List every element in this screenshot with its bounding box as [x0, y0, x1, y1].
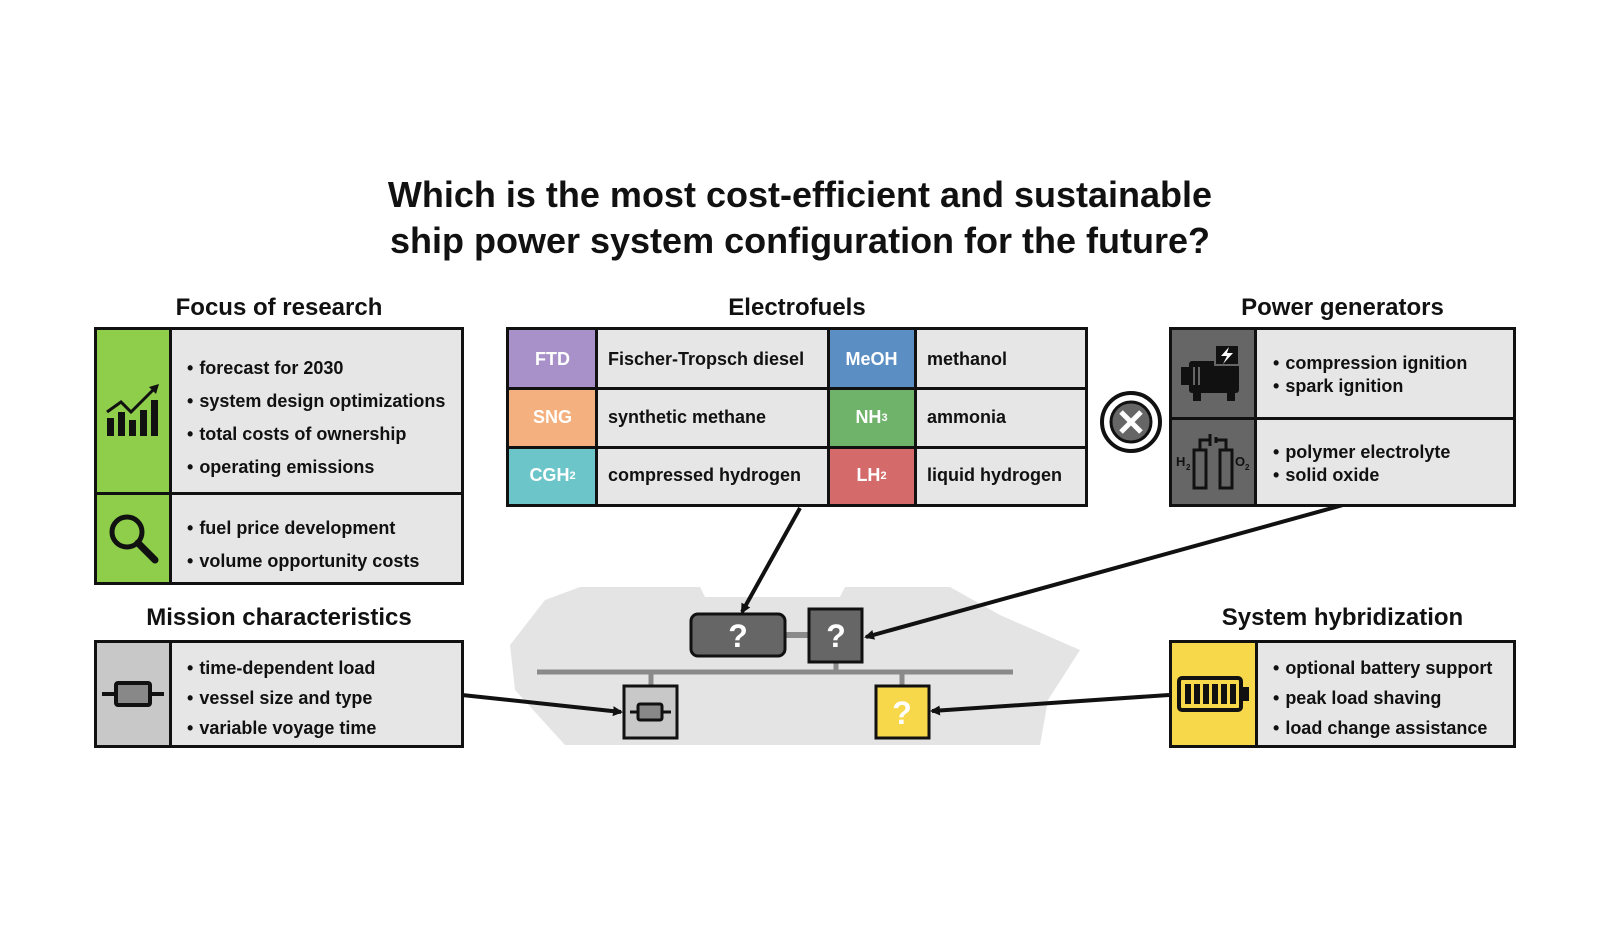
generators-title: Power generators [1241, 294, 1444, 321]
list-item: variable voyage time [187, 713, 376, 743]
fuel-cell-o2-sub: 2 [1245, 463, 1250, 472]
mission-panel: time-dependent load vessel size and type… [94, 640, 464, 748]
list-item: forecast for 2030 [187, 352, 445, 385]
mission-title: Mission characteristics [146, 604, 412, 631]
mission-list: time-dependent load vessel size and type… [187, 653, 376, 743]
focus-divider [97, 492, 461, 495]
arrow-hybrid-to-storage [930, 693, 1170, 716]
hybridization-panel: optional battery support peak load shavi… [1169, 640, 1516, 748]
list-item: volume opportunity costs [187, 545, 419, 578]
focus-icon-cell-1 [97, 330, 172, 493]
fuel-name-ftd: Fischer-Tropsch diesel [608, 348, 805, 369]
fuel-name-nh3: ammonia [927, 407, 1007, 427]
generators-divider [1172, 417, 1513, 420]
electrofuels-title: Electrofuels [728, 294, 866, 321]
list-item: operating emissions [187, 451, 445, 484]
electrofuels-grid: FTD Fischer-Tropsch diesel MeOH methanol… [506, 327, 1088, 507]
list-item: total costs of ownership [187, 418, 445, 451]
ship-load-icon [636, 702, 664, 722]
fuel-name-cgh2: compressed hydrogen [608, 465, 802, 485]
unknown-generator-mark: ? [826, 618, 846, 654]
fuel-name-sng: synthetic methane [608, 407, 767, 427]
focus-list-2: fuel price development volume opportunit… [187, 512, 419, 578]
fuel-name-lh2: liquid hydrogen [927, 465, 1062, 485]
fuel-name-meoh: methanol [927, 348, 1008, 369]
mission-icon-cell [97, 643, 172, 745]
generators-icon-cell-1 [1172, 330, 1257, 418]
fuel-abbr-meoh: MeOH [828, 330, 915, 388]
fuel-cell-o2-label: O [1235, 454, 1245, 469]
unknown-storage-box [874, 684, 931, 740]
fuel-abbr-ftd: FTD [509, 330, 596, 388]
unknown-fuel-mark: ? [728, 618, 748, 654]
focus-panel: forecast for 2030 system design optimiza… [94, 327, 464, 585]
hybridization-title: System hybridization [1221, 604, 1464, 631]
chart-growth-icon [106, 383, 159, 436]
unknown-fuel-tank [689, 612, 787, 658]
unknown-storage-mark: ? [892, 695, 912, 731]
title-line-1: Which is the most cost-efficient and sus… [387, 174, 1213, 215]
grid-line [509, 446, 1085, 449]
ship-hull-silhouette [510, 587, 1080, 745]
grid-line [595, 330, 598, 504]
main-title: Which is the most cost-efficient and sus… [0, 172, 1600, 264]
title-line-2: ship power system configuration for the … [389, 220, 1211, 261]
arrow-electrofuels-to-tank [740, 507, 802, 614]
focus-title: Focus of research [175, 294, 383, 321]
list-item: time-dependent load [187, 653, 376, 683]
generators-list-2: polymer electrolyte solid oxide [1273, 441, 1450, 487]
generators-panel: H 2 O 2 compression ignition spark ignit… [1169, 327, 1516, 507]
list-item: peak load shaving [1273, 683, 1492, 713]
fuel-cell-h2-label: H [1176, 454, 1185, 469]
generators-list-1: compression ignition spark ignition [1273, 352, 1467, 398]
load-resistor-icon [102, 681, 164, 707]
hybridization-icon-cell [1172, 643, 1258, 745]
arrow-mission-to-load [461, 693, 623, 717]
list-item: optional battery support [1273, 653, 1492, 683]
focus-list-1: forecast for 2030 system design optimiza… [187, 352, 445, 484]
focus-icon-cell-2 [97, 493, 172, 582]
list-item: compression ignition [1273, 352, 1467, 375]
arrow-generators-to-ship [864, 503, 1344, 640]
list-item: spark ignition [1273, 375, 1467, 398]
fuel-abbr-sng: SNG [509, 388, 596, 447]
list-item: vessel size and type [187, 683, 376, 713]
engine-generator-icon [1181, 344, 1240, 401]
fuel-cell-h2-sub: 2 [1186, 463, 1191, 472]
list-item: fuel price development [187, 512, 419, 545]
list-item: solid oxide [1273, 464, 1450, 487]
generators-icon-cell-2: H 2 O 2 [1172, 418, 1257, 504]
combine-cross-icon [1100, 391, 1162, 453]
grid-line [827, 330, 830, 504]
grid-line [914, 330, 917, 504]
list-item: system design optimizations [187, 385, 445, 418]
fuel-cell-icon: H 2 O 2 [1176, 434, 1250, 490]
list-item: polymer electrolyte [1273, 441, 1450, 464]
magnifier-icon [109, 514, 159, 563]
list-item: load change assistance [1273, 713, 1492, 743]
unknown-generator [807, 607, 864, 664]
battery-icon [1176, 676, 1249, 712]
grid-line [509, 387, 1085, 390]
hybridization-list: optional battery support peak load shavi… [1273, 653, 1492, 743]
